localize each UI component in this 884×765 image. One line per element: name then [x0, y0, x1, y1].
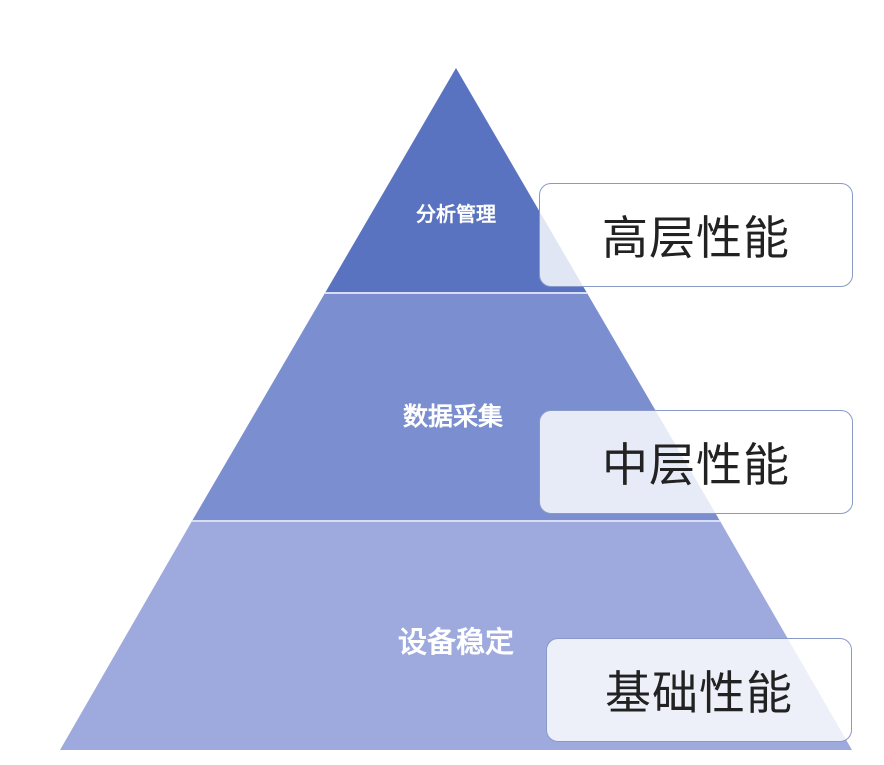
callout-mid-level: 中层性能	[539, 410, 853, 514]
callout-base-level: 基础性能	[546, 638, 852, 742]
pyramid-tier-top	[325, 68, 587, 293]
tier-label-top: 分析管理	[416, 202, 496, 226]
callout-high-level: 高层性能	[539, 183, 853, 287]
tier-label-middle: 数据采集	[403, 402, 504, 431]
tier-label-bottom: 设备稳定	[398, 625, 514, 659]
